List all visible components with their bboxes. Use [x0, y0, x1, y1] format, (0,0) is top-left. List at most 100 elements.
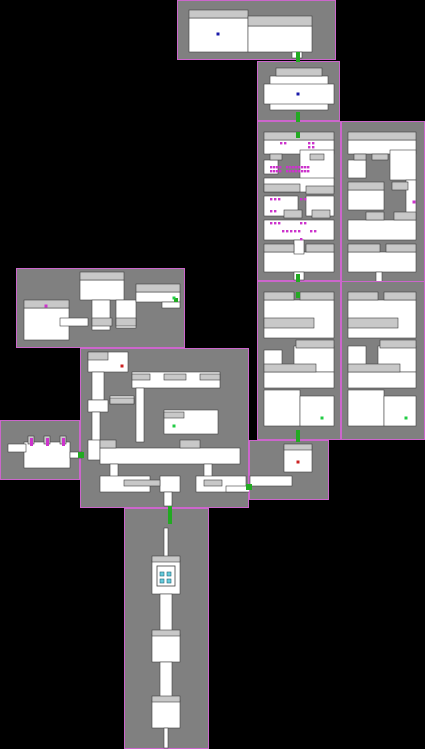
spike-dot — [286, 170, 289, 173]
room-far-west-floor — [7, 443, 27, 453]
spike-dot — [295, 170, 298, 173]
spike-dot — [270, 170, 273, 173]
room-west-chamber-floor — [161, 301, 181, 309]
room-central-maze-wall — [163, 373, 187, 381]
spike-dot — [274, 222, 277, 225]
room-lower-left-wall — [263, 291, 295, 301]
room-central-maze-wall — [179, 439, 201, 449]
door — [78, 452, 84, 458]
spike-dot — [270, 198, 273, 201]
door — [246, 484, 252, 490]
room-east-link — [249, 440, 329, 500]
spike-dot — [300, 222, 303, 225]
room-far-west — [0, 420, 83, 480]
spike-dot — [289, 170, 292, 173]
room-lower-left-wall — [263, 363, 317, 373]
room-tower-right-floor — [347, 251, 417, 273]
room-west-chamber-wall — [79, 271, 125, 281]
room-top-1 — [177, 0, 336, 60]
item-marker — [320, 416, 324, 420]
room-south-corridor-wall — [151, 629, 181, 637]
room-lower-right-wall — [347, 291, 379, 301]
room-tower-right-wall — [353, 153, 367, 161]
spike-dot — [270, 210, 273, 213]
room-lower-right-wall — [347, 363, 401, 373]
spike-dot — [298, 166, 301, 169]
spike-cluster — [270, 142, 317, 241]
room-east-link-wall — [283, 443, 313, 451]
room-south-corridor-wall — [151, 555, 181, 563]
spike-dot — [290, 230, 293, 233]
spike-dot — [307, 170, 310, 173]
room-tower-right-wall — [365, 211, 385, 221]
room-central-maze-floor — [91, 411, 101, 443]
spike-dot — [279, 170, 282, 173]
spike-dot — [273, 166, 276, 169]
room-tower-left-floor — [263, 251, 335, 273]
room-south-corridor-floor — [163, 527, 169, 559]
pillar — [30, 438, 33, 446]
spike-dot — [307, 166, 310, 169]
item-marker — [412, 200, 416, 204]
room-west-chamber — [16, 268, 185, 348]
room-tower-left-wall — [263, 243, 295, 253]
room-south-corridor-floor — [151, 633, 181, 663]
spike-dot — [308, 146, 311, 149]
item-marker — [404, 416, 408, 420]
spike-dot — [300, 198, 303, 201]
room-top-2 — [257, 61, 340, 121]
room-central-maze-wall — [123, 479, 161, 487]
room-top-1-wall — [247, 15, 313, 27]
room-lower-left-wall — [263, 317, 315, 329]
spike-dot — [278, 198, 281, 201]
room-tower-left-floor — [293, 239, 305, 255]
spike-dot — [292, 170, 295, 173]
room-central-maze-wall — [199, 373, 221, 381]
room-south-corridor-floor — [151, 699, 181, 729]
spike-dot — [298, 170, 301, 173]
spike-dot — [308, 142, 311, 145]
spike-dot — [301, 166, 304, 169]
altar-gem — [166, 578, 172, 584]
spike-dot — [301, 170, 304, 173]
door — [296, 430, 300, 442]
room-lower-left — [257, 281, 341, 440]
room-top-1-wall — [188, 9, 249, 19]
room-lower-right-floor — [347, 389, 385, 427]
room-tower-right-wall — [371, 153, 389, 161]
player-marker — [296, 92, 300, 96]
room-tower-right-wall — [347, 243, 381, 253]
spike-dot — [284, 142, 287, 145]
room-east-link-floor — [249, 475, 293, 487]
room-lower-right-wall — [347, 317, 399, 329]
spike-dot — [304, 166, 307, 169]
spike-dot — [292, 166, 295, 169]
room-lower-right-floor — [383, 395, 417, 427]
room-west-chamber-wall — [23, 299, 70, 309]
spike-dot — [304, 170, 307, 173]
enemy-marker — [120, 364, 124, 368]
room-west-chamber-floor — [79, 279, 125, 301]
spike-dot — [294, 230, 297, 233]
door — [296, 52, 300, 62]
spike-dot — [274, 210, 277, 213]
room-tower-right-wall — [391, 181, 409, 191]
spike-dot — [300, 238, 303, 241]
spike-dot — [280, 142, 283, 145]
room-lower-left-floor — [263, 389, 301, 427]
spike-dot — [282, 230, 285, 233]
room-tower-right-wall — [393, 211, 417, 221]
room-central-maze-floor — [87, 439, 101, 461]
room-tower-right-wall — [347, 131, 417, 141]
item-marker — [172, 296, 176, 300]
room-tower-left-wall — [311, 209, 331, 219]
spike-dot — [273, 170, 276, 173]
room-central-maze-floor — [87, 399, 109, 413]
room-south-corridor — [124, 508, 209, 749]
room-central-maze — [80, 348, 251, 508]
room-west-chamber-wall — [91, 317, 113, 327]
room-tower-left-wall — [263, 183, 301, 193]
spike-dot — [298, 230, 301, 233]
